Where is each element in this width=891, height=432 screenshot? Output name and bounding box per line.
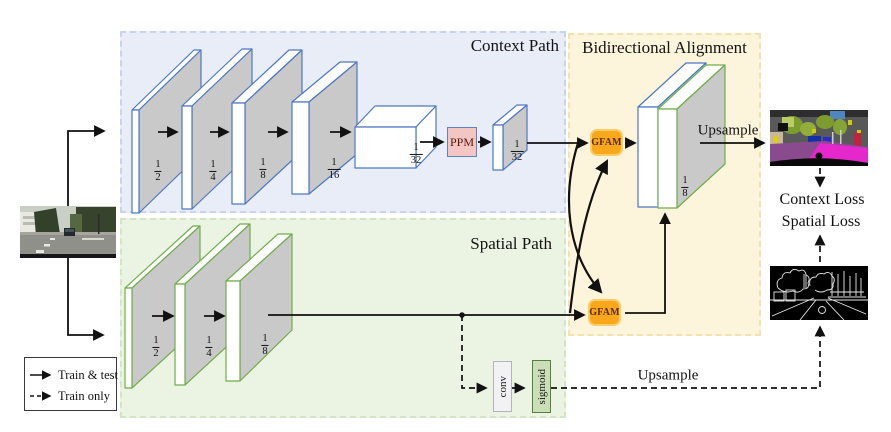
legend-train-only-label: Train only bbox=[58, 389, 110, 403]
fused-scale: 1 8 bbox=[681, 174, 689, 199]
gfam-spatial-out-arrow bbox=[625, 212, 671, 314]
context-scale-4: 1 16 bbox=[327, 156, 341, 181]
branch-to-conv-arrow bbox=[461, 315, 488, 394]
gfam-spatial-label: GFAM bbox=[589, 307, 620, 318]
input-image bbox=[20, 206, 116, 258]
gfam-spatial-module: GFAM bbox=[588, 299, 621, 326]
legend: Train & test Train only bbox=[24, 357, 118, 411]
conv-module: conv bbox=[493, 361, 512, 412]
upsample-spatial-label: Upsample bbox=[637, 367, 699, 384]
legend-arrows bbox=[30, 370, 52, 401]
sigmoid-module: sigmoid bbox=[532, 360, 551, 413]
segmentation-image bbox=[770, 110, 868, 166]
bidirectional-alignment-title: Bidirectional Alignment bbox=[582, 38, 747, 57]
ppm-label: PPM bbox=[449, 134, 475, 149]
context-loss-label: Context Loss bbox=[779, 191, 865, 208]
context-block-6 bbox=[492, 104, 528, 171]
context-scale-5: 1 32 bbox=[409, 141, 423, 166]
legend-train-test-label: Train & test bbox=[58, 368, 118, 382]
context-path-title: Context Path bbox=[470, 36, 559, 55]
context-scale-2: 1 4 bbox=[209, 158, 217, 183]
context-scale-3: 1 8 bbox=[259, 156, 267, 181]
context-scale-6: 1 32 bbox=[510, 138, 524, 163]
gfam-context-label: GFAM bbox=[591, 137, 622, 148]
boundary-image bbox=[770, 266, 868, 320]
gfam-context-module: GFAM bbox=[590, 129, 623, 156]
context-block-4 bbox=[291, 61, 358, 195]
context-block-3 bbox=[231, 49, 303, 205]
input-to-spatial-arrow bbox=[67, 258, 105, 341]
spatial-path-title: Spatial Path bbox=[470, 234, 552, 253]
spatial-to-context-gfam-curve bbox=[568, 159, 608, 314]
conv-label: conv bbox=[496, 375, 509, 398]
fused-block bbox=[637, 62, 726, 209]
upsample-context-label: Upsample bbox=[697, 122, 759, 139]
spatial-scale-1: 1 2 bbox=[152, 334, 160, 359]
fused-block-spatial-slab bbox=[657, 64, 726, 209]
spatial-scale-2: 1 4 bbox=[205, 334, 213, 359]
ppm-module: PPM bbox=[447, 127, 477, 157]
context-to-spatial-gfam-curve bbox=[567, 142, 603, 294]
context-scale-1: 1 2 bbox=[154, 158, 162, 183]
spatial-scale-3: 1 8 bbox=[261, 332, 269, 357]
sigmoid-label: sigmoid bbox=[535, 368, 548, 405]
context-block-5-cube bbox=[354, 105, 437, 169]
spatial-block-1 bbox=[124, 225, 201, 389]
spatial-block-3 bbox=[225, 233, 293, 382]
spatial-loss-label: Spatial Loss bbox=[781, 213, 861, 230]
input-to-context-arrow bbox=[67, 125, 106, 206]
